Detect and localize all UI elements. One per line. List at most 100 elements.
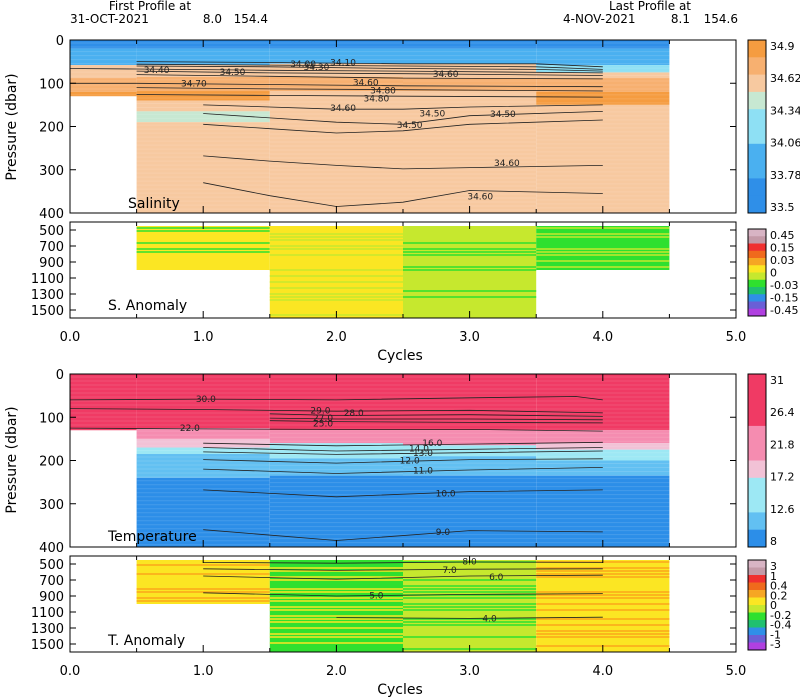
contour-line <box>203 119 603 134</box>
colorbar-segment <box>748 143 766 162</box>
x-tick-label: 4.0 <box>592 330 613 345</box>
heatmap-cell <box>70 91 137 97</box>
contour-label: 14.0 <box>409 444 429 454</box>
colorbar-frame <box>747 373 767 548</box>
colorbar-tick-label: 1 <box>770 570 777 583</box>
colorbar-tick-label: 34.34 <box>770 104 800 117</box>
contour-label: 34.60 <box>330 104 356 114</box>
colorbar-tick-label: 0 <box>770 599 777 612</box>
temperature-panel-label: Temperature <box>107 529 197 545</box>
y-tick-label: 1300 <box>31 288 64 303</box>
y-tick-label: 200 <box>39 455 64 470</box>
colorbar-segment <box>748 605 766 613</box>
heatmap-cell <box>136 428 270 439</box>
colorbar-segment <box>748 91 766 110</box>
heatmap-cell <box>70 48 137 66</box>
contour-label: 28.0 <box>344 409 364 419</box>
header: First Profile at 31-OCT-2021 8.0 154.4 L… <box>70 0 738 26</box>
colorbar-tick-label: 0.45 <box>770 229 795 242</box>
contour-line <box>203 568 603 571</box>
contour-line <box>69 427 603 432</box>
contour-line <box>136 61 603 68</box>
contour-label: 12.0 <box>400 457 420 467</box>
contour-label: 34.70 <box>181 80 207 90</box>
colorbar-tick-label: 0.2 <box>770 589 788 602</box>
heatmap-cell <box>136 122 270 213</box>
colorbar-tick-label: -1 <box>770 628 781 641</box>
colorbar-segment <box>748 590 766 598</box>
salinity-anomaly-xlabel: Cycles <box>377 348 423 364</box>
heatmap-cell <box>403 430 537 446</box>
heatmap-cell <box>536 449 670 461</box>
contour-label: 34.50 <box>397 121 423 131</box>
y-tick-label: 0 <box>56 368 64 383</box>
anomaly-cell <box>536 226 670 270</box>
heatmap-cell <box>269 458 403 476</box>
contour-line <box>203 529 603 541</box>
colorbar-tick-label: 34.9 <box>770 40 795 53</box>
colorbar-tick-label: 3 <box>770 560 777 573</box>
contour-label: 34.50 <box>490 110 516 120</box>
contour-line <box>69 396 603 401</box>
contour-label: 34.00 <box>290 60 316 70</box>
contour-label: 34.10 <box>330 58 356 68</box>
colorbar-segment <box>748 287 766 295</box>
colorbar-tick-label: -0.45 <box>770 304 798 317</box>
colorbar-tick-label: 0.15 <box>770 242 795 255</box>
contour-line <box>203 155 603 170</box>
colorbar-tick-label: -3 <box>770 638 781 651</box>
x-tick-label: 4.0 <box>592 664 613 679</box>
colorbar-segment <box>748 243 766 252</box>
x-tick-label: 0.0 <box>60 330 81 345</box>
x-tick-label: 1.0 <box>193 664 214 679</box>
first-profile-lon: 154.4 <box>234 12 268 26</box>
colorbar-segment <box>748 301 766 310</box>
heatmap-cell <box>403 475 537 547</box>
anomaly-cell <box>403 226 537 318</box>
colorbar-segment <box>748 560 766 568</box>
contour-label: 10.0 <box>436 489 456 499</box>
x-tick-label: 1.0 <box>193 330 214 345</box>
colorbar-segment <box>748 582 766 591</box>
contour-line <box>203 467 603 474</box>
x-tick-label: 2.0 <box>326 330 347 345</box>
heatmap-cell <box>269 91 403 213</box>
colorbar-tick-label: 8 <box>770 535 777 548</box>
contour-line <box>136 70 603 76</box>
last-profile-label: Last Profile at <box>609 0 691 13</box>
y-tick-label: 100 <box>39 411 64 426</box>
contour-label: 27.0 <box>313 414 333 424</box>
y-tick-label: 300 <box>39 498 64 513</box>
contour-label: 9.0 <box>436 528 451 538</box>
anomaly-cell <box>403 560 537 652</box>
colorbar-segment <box>748 265 766 273</box>
contour-label: 5.0 <box>369 592 384 602</box>
x-tick-label: 5.0 <box>726 330 747 345</box>
first-profile-date: 31-OCT-2021 <box>70 12 149 26</box>
contour-line <box>136 65 603 72</box>
y-tick-label: 100 <box>39 77 64 92</box>
colorbar-segment <box>748 627 766 636</box>
colorbar-segment <box>748 74 766 93</box>
colorbar-segment <box>748 635 766 643</box>
temperature-anomaly-label: T. Anomaly <box>107 633 185 649</box>
colorbar-segment <box>748 229 766 237</box>
colorbar-tick-label: -0.03 <box>770 279 798 292</box>
colorbar-tick-label: -0.2 <box>770 609 791 622</box>
heatmap-cell <box>269 430 403 444</box>
x-tick-label: 3.0 <box>459 330 480 345</box>
anomaly-cell <box>269 560 403 652</box>
heatmap-cell <box>70 78 137 92</box>
contour-line <box>269 417 603 421</box>
colorbar-segment <box>748 178 766 197</box>
colorbar-segment <box>748 272 766 281</box>
heatmap-cell <box>536 48 670 66</box>
contour-label: 22.0 <box>180 424 200 434</box>
colorbar-tick-label: 17.2 <box>770 471 795 484</box>
colorbar-segment <box>748 57 766 76</box>
colorbar-segment <box>748 126 766 145</box>
heatmap-cell <box>70 374 137 431</box>
contour-line <box>203 450 603 455</box>
heatmap-cell <box>136 111 270 123</box>
colorbar-segment <box>748 512 766 531</box>
